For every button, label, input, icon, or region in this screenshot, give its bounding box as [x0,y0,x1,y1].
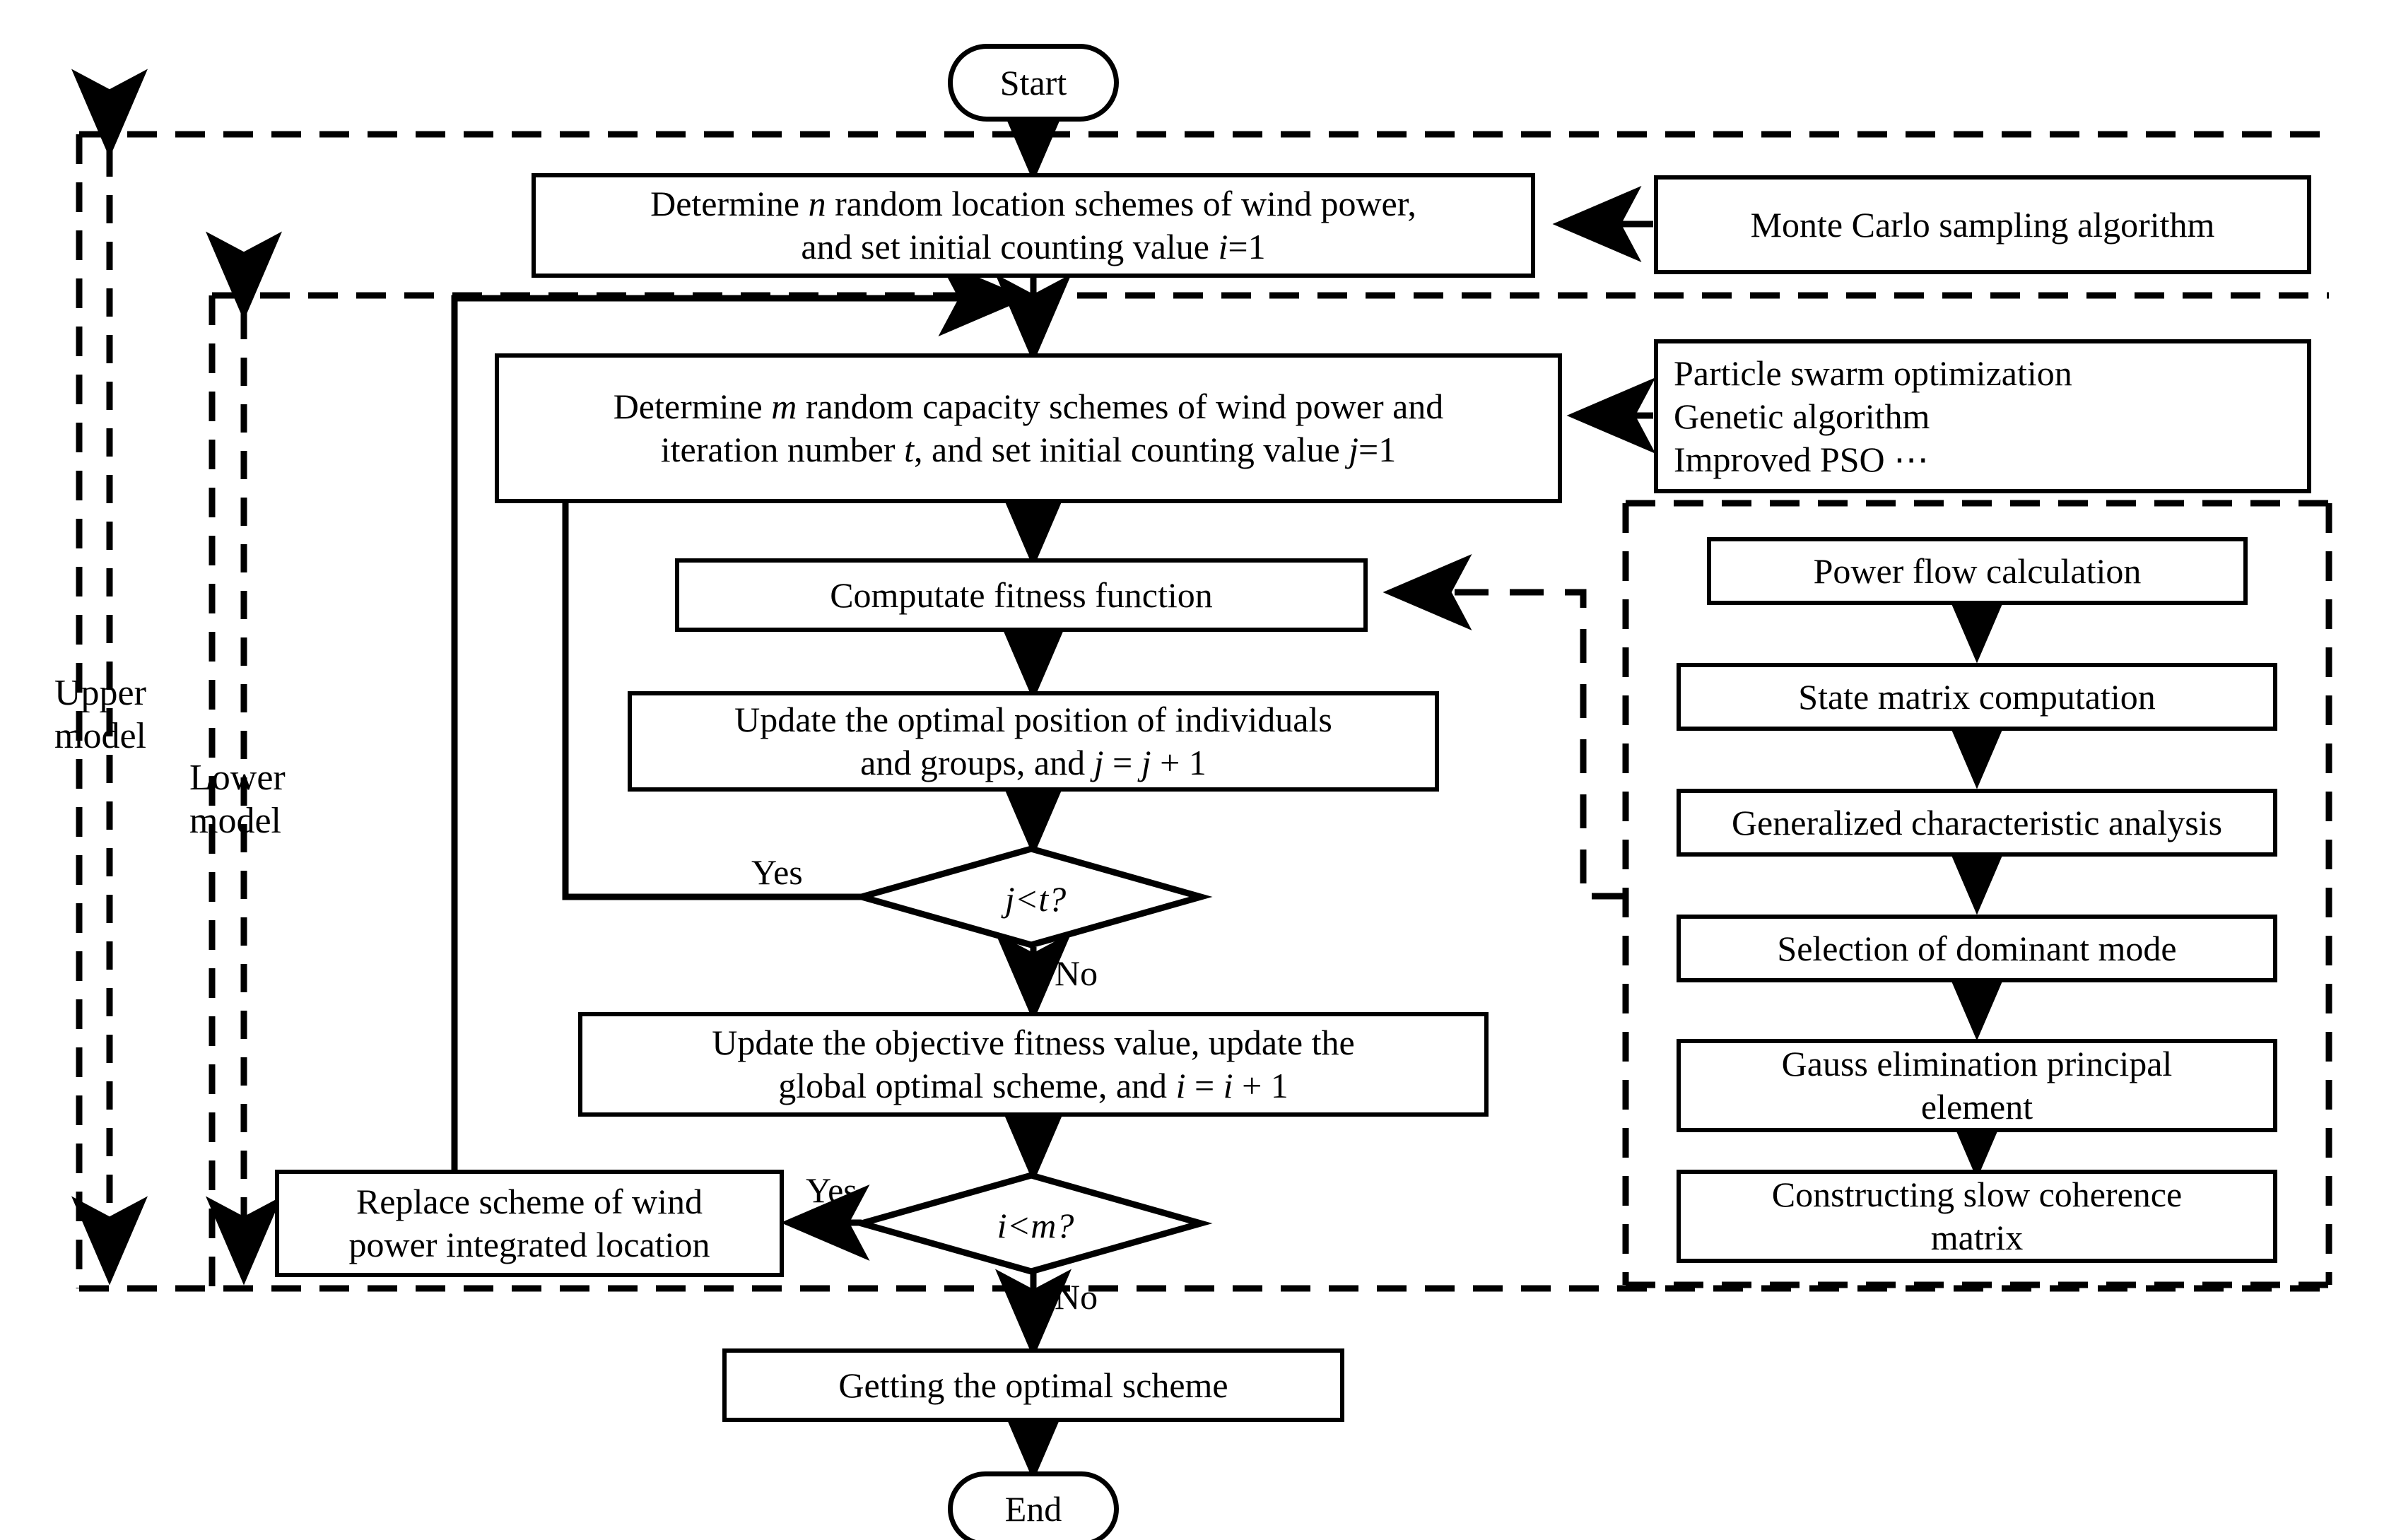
node-gauss-elimination-label: Gauss elimination principal element [1781,1044,2173,1127]
node-algorithms: Particle swarm optimization Genetic algo… [1654,339,2311,493]
node-generalized-characteristic: Generalized characteristic analysis [1677,789,2277,857]
edge-label-jt-yes: Yes [751,852,803,892]
node-replace-scheme: Replace scheme of wind power integrated … [275,1170,784,1277]
node-optimal-scheme-label: Getting the optimal scheme [838,1365,1228,1405]
node-gauss-elimination: Gauss elimination principal element [1677,1039,2277,1132]
node-monte-carlo-label: Monte Carlo sampling algorithm [1750,204,2215,245]
node-determine-m: Determine m random capacity schemes of w… [495,353,1562,503]
node-update-position-label: Update the optimal position of individua… [734,700,1332,782]
decision-jt-label: j<t? [1004,879,1067,919]
node-determine-n-label: Determine n random location schemes of w… [650,184,1416,266]
node-optimal-scheme: Getting the optimal scheme [722,1348,1344,1422]
flow-edges [451,93,2015,1481]
node-power-flow: Power flow calculation [1707,537,2248,605]
edge-label-im-yes: Yes [806,1170,857,1210]
node-determine-m-label: Determine m random capacity schemes of w… [613,387,1444,469]
decision-im [850,1172,1213,1275]
terminal-start: Start [948,44,1119,122]
edge-label-im-no: No [1055,1277,1098,1317]
decision-im-label: i<m? [997,1206,1074,1245]
group-label-upper-model: Upper model [54,673,146,757]
node-slow-coherence: Constructing slow coherence matrix [1677,1170,2277,1263]
node-monte-carlo: Monte Carlo sampling algorithm [1654,175,2311,274]
terminal-end: End [948,1471,1119,1540]
terminal-end-label: End [1004,1488,1062,1529]
node-power-flow-label: Power flow calculation [1813,551,2142,591]
node-determine-n: Determine n random location schemes of w… [532,173,1535,278]
node-slow-coherence-label: Constructing slow coherence matrix [1771,1175,2183,1257]
node-update-objective: Update the objective fitness value, upda… [578,1012,1489,1117]
terminal-start-label: Start [999,62,1067,102]
node-replace-scheme-label: Replace scheme of wind power integrated … [348,1182,710,1264]
node-update-position: Update the optimal position of individua… [628,691,1439,792]
node-generalized-characteristic-label: Generalized characteristic analysis [1731,802,2223,842]
node-dominant-mode-label: Selection of dominant mode [1777,928,2177,968]
decision-jt [850,845,1213,948]
node-update-objective-label: Update the objective fitness value, upda… [712,1023,1355,1105]
edge-label-jt-no: No [1055,953,1098,993]
node-fitness: Computate fitness function [675,558,1368,632]
node-state-matrix: State matrix computation [1677,663,2277,731]
node-state-matrix-label: State matrix computation [1798,676,2156,717]
node-fitness-label: Computate fitness function [830,575,1213,615]
node-dominant-mode: Selection of dominant mode [1677,915,2277,982]
group-label-lower-model: Lower model [189,758,286,842]
stability-feedback-edge [1383,554,1626,900]
